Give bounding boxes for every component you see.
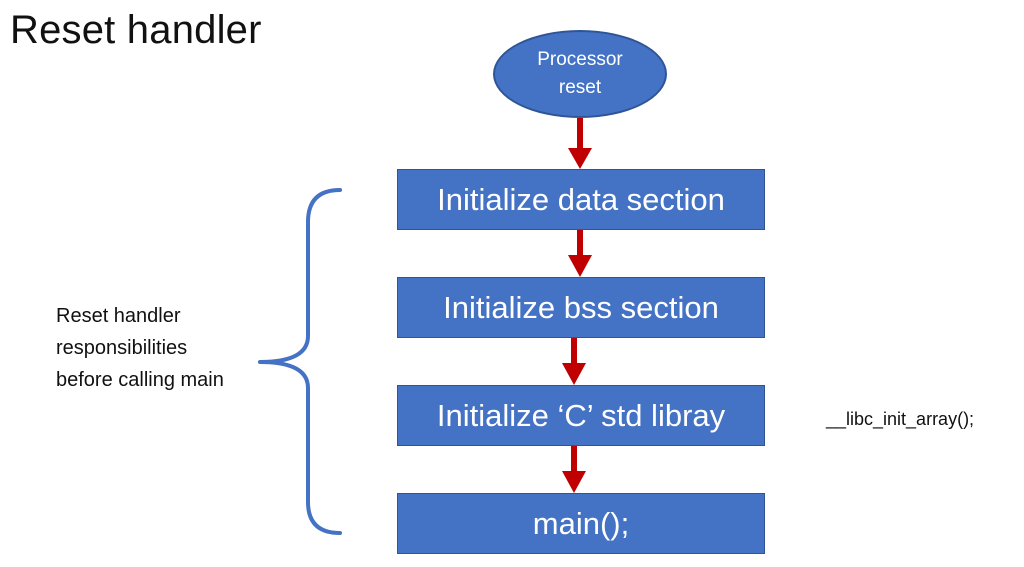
step-initialize-data: Initialize data section bbox=[397, 169, 765, 230]
step-initialize-c-lib: Initialize ‘C’ std libray bbox=[397, 385, 765, 446]
step-main: main(); bbox=[397, 493, 765, 554]
responsibilities-label: Reset handler responsibilities before ca… bbox=[56, 305, 224, 391]
arrow-clib-to-main bbox=[562, 446, 586, 493]
libc-init-note: __libc_init_array(); bbox=[826, 409, 975, 429]
arrow-data-to-bss bbox=[568, 230, 592, 277]
processor-reset-node: Processor reset bbox=[493, 30, 667, 118]
curly-brace bbox=[258, 188, 342, 535]
slide-title: Reset handler bbox=[10, 8, 262, 52]
step-initialize-bss: Initialize bss section bbox=[397, 277, 765, 338]
arrow-reset-to-data bbox=[568, 118, 592, 169]
arrow-bss-to-clib bbox=[562, 338, 586, 385]
